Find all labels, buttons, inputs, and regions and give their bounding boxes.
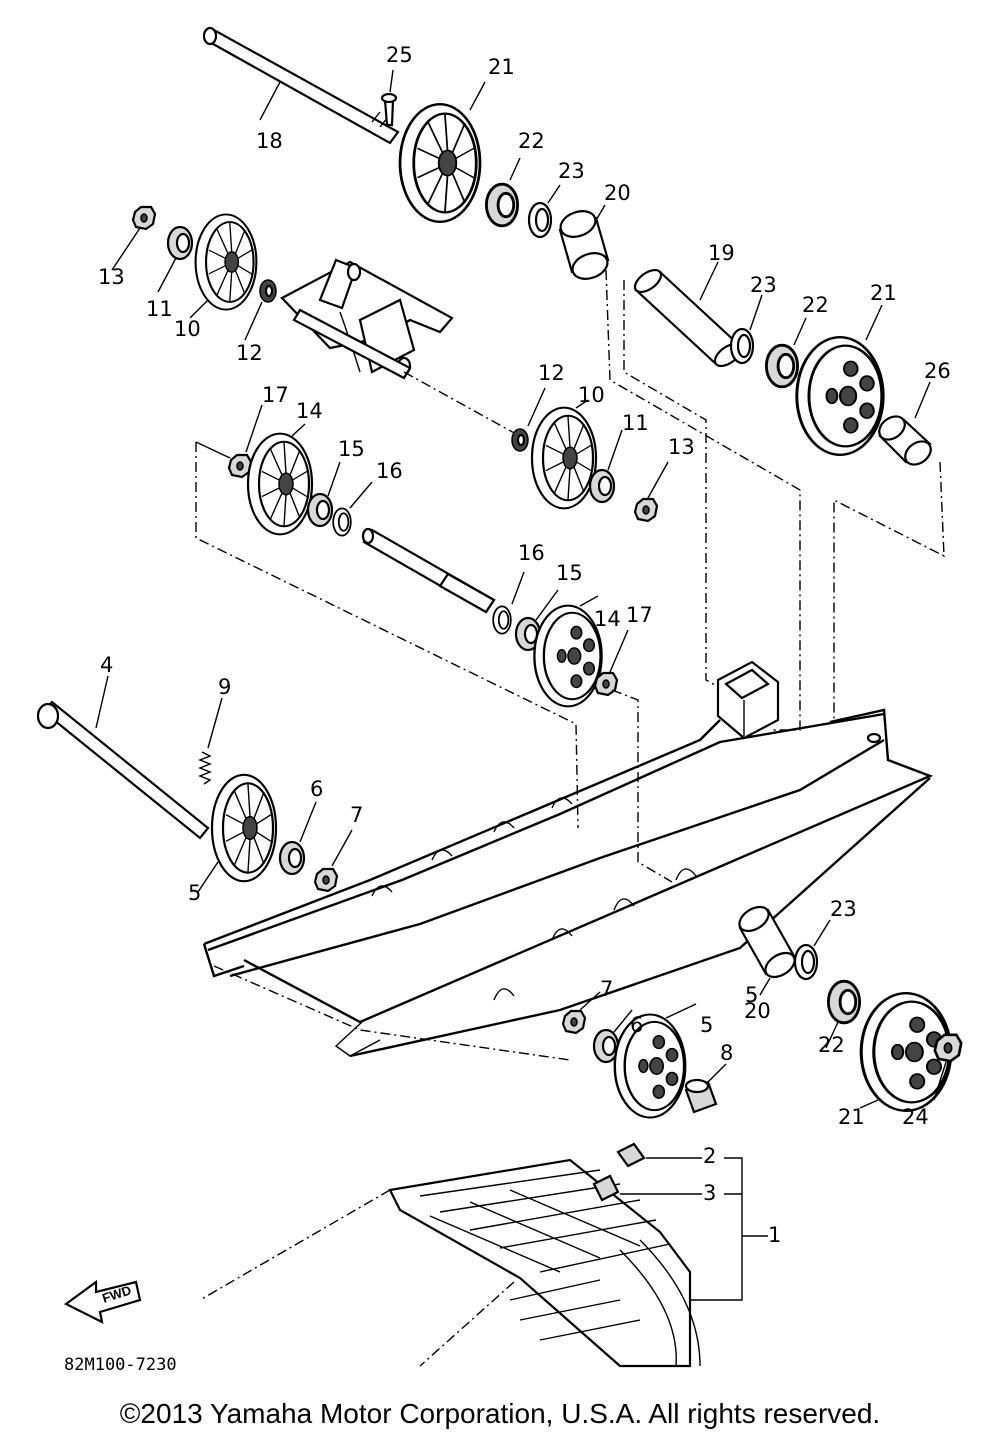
- idler-wheel: [189, 213, 258, 319]
- nut: [227, 404, 263, 479]
- callout-22: 22: [818, 1033, 845, 1057]
- callout-17: 17: [262, 383, 289, 407]
- bearing: [825, 979, 862, 1049]
- track-stud: [592, 1174, 620, 1202]
- nut: [933, 1033, 963, 1101]
- callout-11: 11: [622, 411, 649, 435]
- bearing: [764, 317, 807, 389]
- slide-rail-upper: [203, 712, 885, 978]
- callout-5: 5: [700, 1013, 713, 1037]
- callout-23: 23: [558, 159, 585, 183]
- callout-16: 16: [376, 459, 403, 483]
- track-belt: [199, 1158, 701, 1368]
- callout-22: 22: [802, 293, 829, 317]
- callout-14: 14: [594, 607, 621, 631]
- callout-7: 7: [350, 803, 363, 827]
- callout-17: 17: [626, 603, 653, 627]
- callout-16: 16: [518, 541, 545, 565]
- spacer-ring: [729, 294, 763, 365]
- callout-4: 4: [100, 653, 113, 677]
- bearing: [514, 589, 559, 652]
- rear-lower-wheel: [859, 991, 953, 1113]
- bearing: [592, 1009, 633, 1064]
- bolt: [380, 69, 398, 127]
- spacer-ring: [793, 919, 831, 981]
- callout-11: 11: [146, 297, 173, 321]
- bearing: [306, 461, 341, 528]
- spacer-ring: [527, 184, 561, 239]
- callout-21: 21: [488, 55, 515, 79]
- collar: [878, 381, 932, 466]
- callout-5: 5: [188, 881, 201, 905]
- washer: [244, 278, 278, 341]
- rear-axle: [202, 26, 400, 145]
- callout-23: 23: [830, 897, 857, 921]
- rail-bracket: [716, 660, 780, 740]
- callout-13: 13: [98, 265, 125, 289]
- callout-14: 14: [296, 399, 323, 423]
- callout-6: 6: [310, 777, 323, 801]
- bearing: [157, 225, 194, 293]
- callout-19: 19: [708, 241, 735, 265]
- collar: [558, 204, 610, 280]
- callout-15: 15: [338, 437, 365, 461]
- spacer-ring: [332, 481, 373, 537]
- middle-shaft: [361, 527, 496, 614]
- callout-9: 9: [218, 675, 231, 699]
- nut: [111, 205, 157, 271]
- nut: [633, 461, 669, 523]
- callout-5: 5: [745, 983, 758, 1007]
- callout-7: 7: [600, 977, 613, 1001]
- lower-wheel: [613, 1003, 697, 1119]
- middle-wheel: [246, 423, 314, 536]
- collar: [738, 905, 796, 996]
- callout-15: 15: [556, 561, 583, 585]
- callout-26: 26: [924, 359, 951, 383]
- collar: [684, 1063, 727, 1114]
- callout-12: 12: [538, 361, 565, 385]
- axle-pipe: [633, 261, 743, 368]
- washer: [510, 387, 546, 453]
- callout-18: 18: [256, 129, 283, 153]
- callout-2: 2: [703, 1144, 716, 1168]
- callout-10: 10: [174, 317, 201, 341]
- callout-3: 3: [703, 1181, 716, 1205]
- center-bracket: [280, 258, 454, 380]
- callout-13: 13: [668, 435, 695, 459]
- slide-rail-lower: [202, 708, 934, 1058]
- callout-12: 12: [236, 341, 263, 365]
- nut: [561, 991, 601, 1035]
- middle-wheel: [533, 595, 603, 708]
- callout-24: 24: [902, 1105, 929, 1129]
- bearing: [588, 429, 623, 504]
- callout-23: 23: [750, 273, 777, 297]
- callout-25: 25: [386, 43, 413, 67]
- callout-10: 10: [578, 383, 605, 407]
- spring: [198, 697, 223, 785]
- fwd-arrow: FWD: [63, 1279, 142, 1324]
- callout-labels: 1234555667789101011111212131314141515161…: [98, 43, 951, 1247]
- rear-wheel: [795, 304, 885, 457]
- track-clip: [616, 1142, 646, 1168]
- idler-wheel: [530, 399, 598, 510]
- bearing: [278, 801, 317, 876]
- callout-20: 20: [744, 999, 771, 1023]
- callout-21: 21: [838, 1105, 865, 1129]
- bearing: [484, 157, 521, 228]
- spacer-ring: [492, 571, 525, 635]
- copyright-notice: ©2013 Yamaha Motor Corporation, U.S.A. A…: [119, 1398, 881, 1429]
- callout-1: 1: [768, 1223, 781, 1247]
- callout-6: 6: [630, 1013, 643, 1037]
- catalog-code: 82M100-7230: [64, 1355, 177, 1375]
- callout-20: 20: [604, 181, 631, 205]
- front-wheel: [197, 773, 278, 893]
- rear-idler-wheel: [398, 81, 486, 224]
- callout-8: 8: [720, 1041, 733, 1065]
- front-axle: [36, 675, 210, 840]
- callout-21: 21: [870, 281, 897, 305]
- nut: [313, 829, 353, 893]
- callout-22: 22: [518, 129, 545, 153]
- nut: [593, 629, 629, 697]
